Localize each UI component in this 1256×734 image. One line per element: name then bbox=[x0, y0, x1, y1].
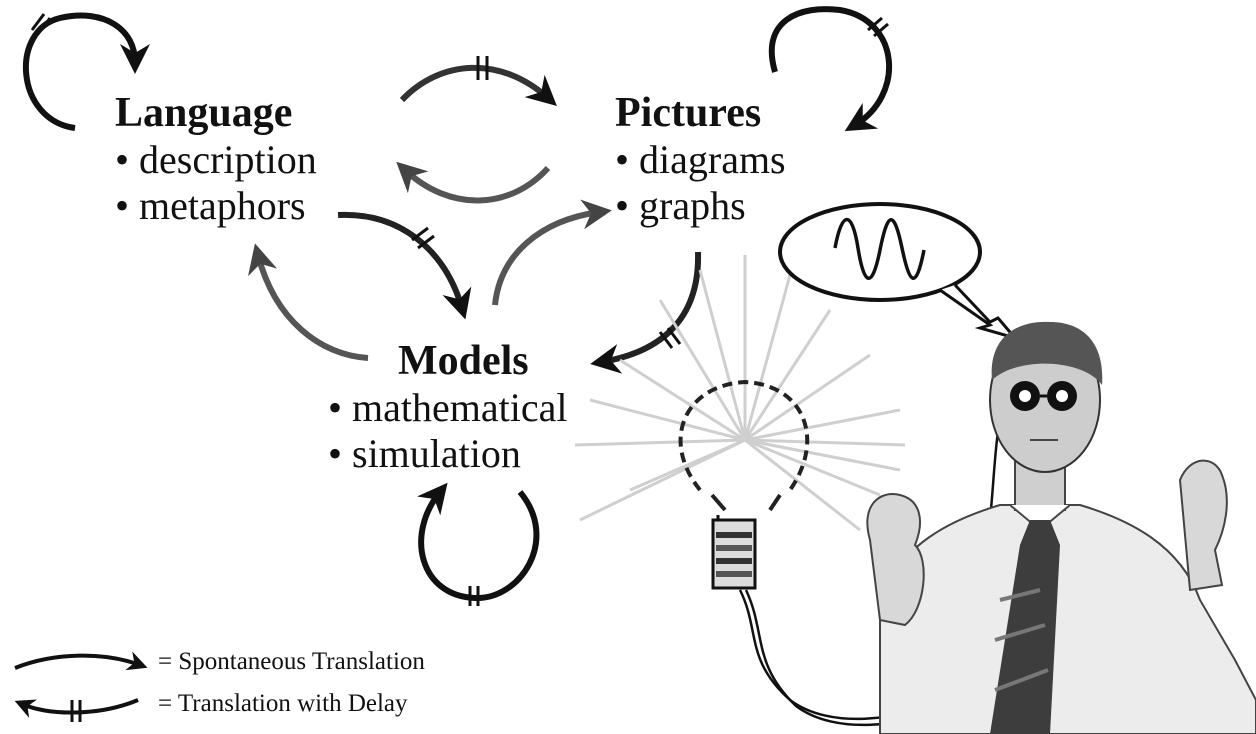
light-rays bbox=[574, 255, 906, 532]
legend-spontaneous-label: = Spontaneous Translation bbox=[158, 648, 425, 675]
light-bulb-icon bbox=[678, 379, 810, 512]
speech-bubble-icon bbox=[778, 202, 1020, 341]
legend-delay-arrow bbox=[14, 698, 139, 722]
models-to-language-arrow bbox=[248, 243, 369, 361]
delay-bar-icon bbox=[30, 13, 46, 31]
models-item-simulation: • simulation bbox=[328, 431, 521, 476]
language-item-description: • description bbox=[115, 137, 317, 182]
language-title: Language bbox=[115, 90, 293, 136]
pictures-item-graphs: • graphs bbox=[615, 183, 746, 228]
legend-spontaneous-arrow bbox=[14, 651, 148, 671]
language-node: Language • description • metaphors bbox=[115, 92, 317, 226]
language-self-loop-arrow bbox=[22, 12, 150, 131]
language-item-metaphors: • metaphors bbox=[115, 183, 306, 228]
pictures-node: Pictures • diagrams • graphs bbox=[615, 92, 786, 226]
pictures-to-language-arrow bbox=[396, 161, 551, 204]
legend-delay-label: = Translation with Delay bbox=[158, 690, 408, 717]
pictures-title: Pictures bbox=[615, 90, 762, 136]
battery-icon bbox=[711, 515, 757, 590]
models-self-loop-arrow bbox=[417, 482, 540, 606]
models-title: Models bbox=[398, 338, 529, 384]
language-to-pictures-arrow bbox=[399, 56, 557, 107]
models-to-pictures-arrow bbox=[492, 199, 612, 306]
delay-bar-icon bbox=[867, 16, 883, 32]
pictures-item-diagrams: • diagrams bbox=[615, 137, 786, 182]
sine-wave-icon bbox=[833, 217, 926, 280]
models-item-mathematical: • mathematical bbox=[328, 385, 568, 430]
pictures-self-loop-arrow bbox=[768, 6, 892, 132]
language-to-models-arrow bbox=[337, 211, 472, 320]
delay-bar-icon bbox=[658, 331, 674, 349]
models-node: Models • mathematical • simulation bbox=[328, 340, 567, 474]
pictures-to-models-arrow bbox=[590, 251, 702, 374]
person-with-glasses-illustration bbox=[866, 321, 1256, 734]
delay-bar-icon bbox=[411, 226, 429, 242]
tie bbox=[990, 520, 1060, 734]
